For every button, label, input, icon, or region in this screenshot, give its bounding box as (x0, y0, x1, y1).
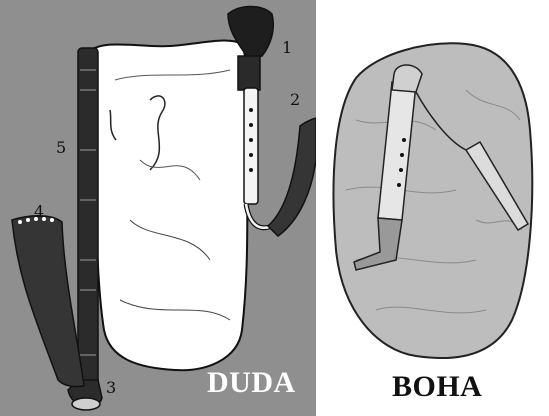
boha-drawing (316, 0, 549, 416)
boha-panel (316, 0, 549, 416)
label-2: 2 (290, 92, 300, 108)
boha-title: BOHA (392, 372, 482, 402)
label-1: 1 (282, 40, 292, 56)
drone-horn (12, 216, 84, 387)
label-5: 5 (56, 140, 66, 156)
duda-bag (87, 41, 249, 371)
label-3: 3 (106, 380, 116, 396)
duda-chanter (244, 88, 258, 204)
duda-drawing (0, 0, 316, 416)
chanter-horn (268, 118, 316, 236)
duda-panel: 1 2 3 4 5 DUDA (0, 0, 316, 416)
duda-title: DUDA (207, 368, 296, 398)
drone-pipe (78, 48, 98, 400)
label-4: 4 (34, 204, 44, 220)
